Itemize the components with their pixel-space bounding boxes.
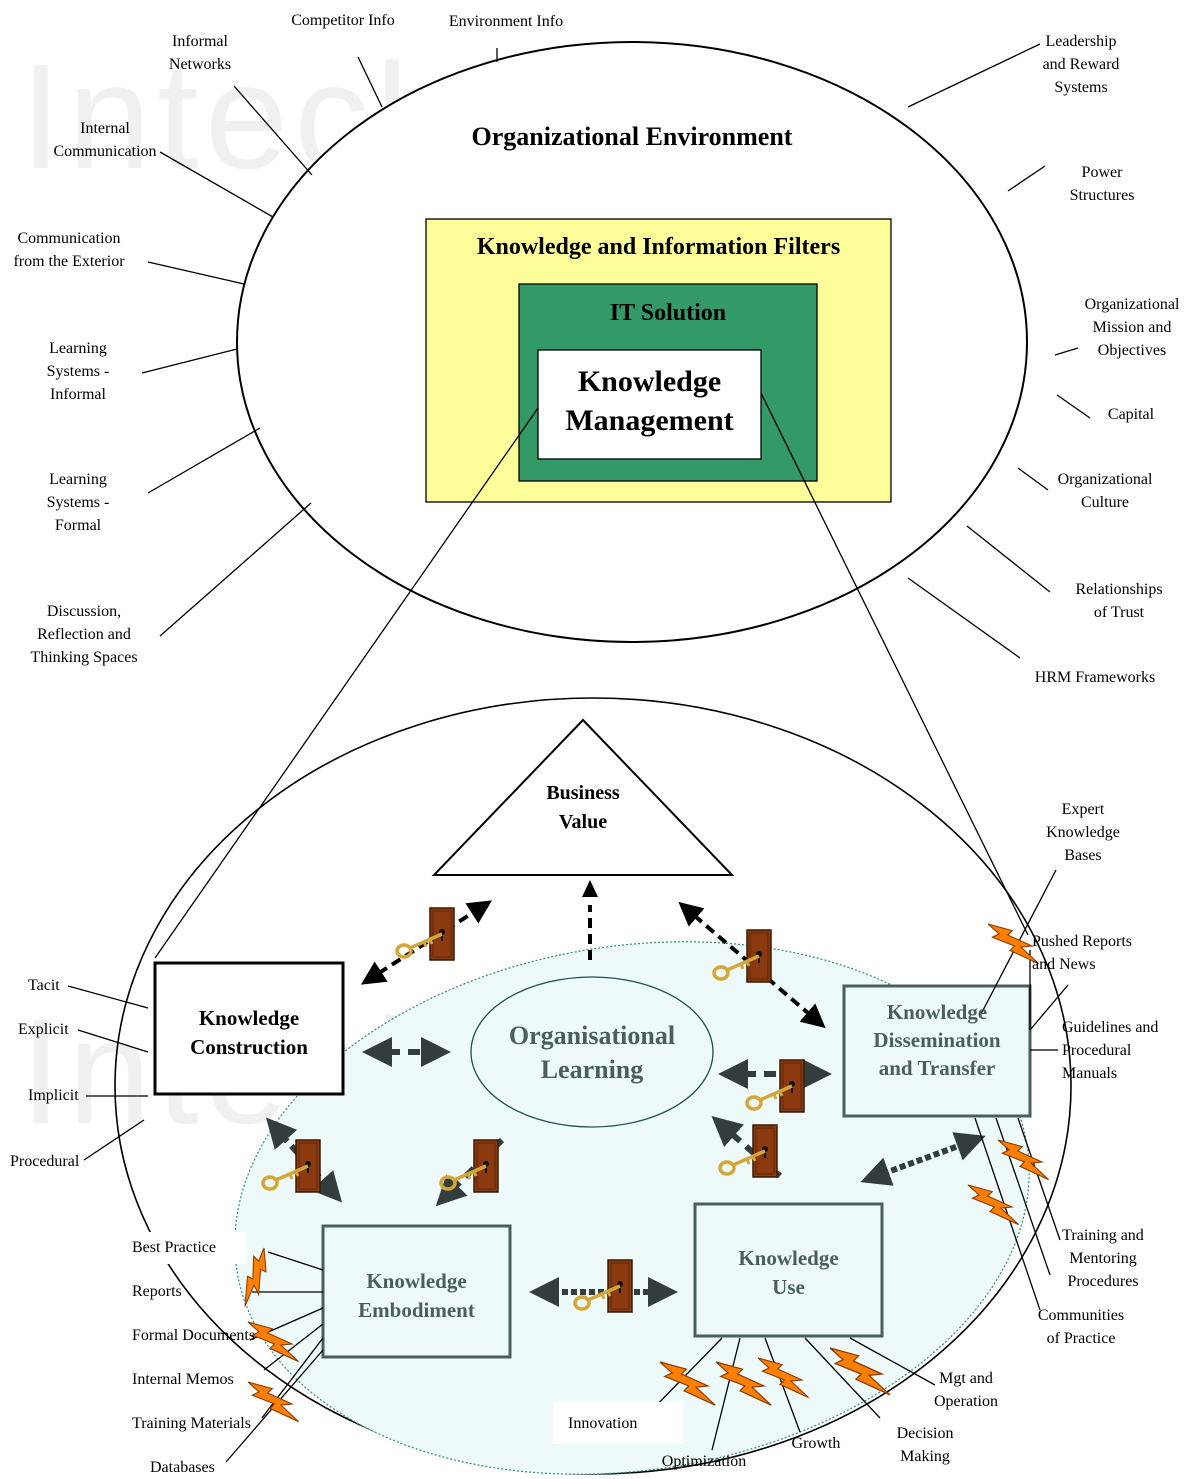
pushed-reports-label: Pushed Reports and News [1032,933,1132,973]
env-power-structures: Power Structures [1069,164,1135,204]
env-learning-informal: Learning Systems - Informal [46,340,110,403]
km-title: Knowledge Management [565,365,734,437]
training-materials-label: Training Materials [132,1415,251,1432]
growth-label: Growth [791,1435,841,1452]
org-learning-ellipse [470,976,714,1128]
best-practice-label-bg [128,1232,246,1264]
env-communication-exterior: Communication from the Exterior [13,230,125,270]
decision-making-label: Decision Making [896,1425,954,1465]
expert-bases-label: Expert Knowledge Bases [1046,801,1120,864]
communities-label: Communities of Practice [1037,1307,1125,1347]
guidelines-label: Guidelines and Procedural Manuals [1062,1019,1159,1082]
it-solution-title: IT Solution [609,300,727,326]
env-capital: Capital [1107,406,1155,423]
env-leadership-reward: Leadership and Reward Systems [1042,33,1120,96]
environment-title: Organizational Environment [471,122,793,151]
embodiment-box [321,1224,512,1359]
env-relationships-trust: Relationships of Trust [1075,581,1163,621]
door-key-icon [395,906,456,962]
env-environment-info: Environment Info [448,13,564,30]
env-org-culture: Organizational Culture [1057,471,1153,511]
env-mission-objectives: Organizational Mission and Objectives [1084,296,1180,359]
type-implicit: Implicit [28,1087,79,1104]
reports-label: Reports [132,1283,182,1300]
dissemination-label: Knowledge Dissemination and Transfer [873,1000,1001,1080]
formal-documents-label: Formal Documents [132,1327,256,1344]
env-learning-formal: Learning Systems - Formal [46,471,110,534]
type-procedural: Procedural [10,1153,80,1170]
lightning-icon [247,1381,300,1423]
innovation-label: Innovation [568,1415,638,1432]
internal-memos-label: Internal Memos [132,1371,234,1388]
use-box [693,1202,884,1338]
optimization-label: Optimization [661,1453,747,1470]
business-value-up-arrowhead [582,880,598,897]
filters-title: Knowledge and Information Filters [476,234,841,260]
mgt-operation-label: Mgt and Operation [934,1370,998,1410]
env-internal-communication: Internal Communication [53,120,157,160]
environment-spokes [141,43,1091,659]
best-practice-label: Best Practice [132,1239,216,1256]
innovation-label-bg [553,1402,683,1444]
dissemination-box [842,984,1032,1118]
km-box [537,349,762,460]
env-competitor-info: Competitor Info [291,12,395,29]
type-explicit: Explicit [18,1021,69,1038]
type-tacit: Tacit [28,977,60,994]
knowledge-type-lines [67,985,149,1161]
zoom-line-right [760,392,1029,936]
training-mentoring-label: Training and Mentoring Procedures [1062,1227,1144,1290]
env-discussion-spaces: Discussion, Reflection and Thinking Spac… [30,603,138,666]
org-learning-label: Organisational Learning [508,1021,676,1084]
business-value-label: Business Value [546,782,620,833]
construction-label: Knowledge Construction [190,1006,308,1059]
env-informal-networks: Informal Networks [168,33,232,73]
zoom-line-left [154,407,539,959]
business-value-triangle [431,718,735,876]
use-label: Knowledge Use [738,1246,839,1299]
env-hrm-frameworks: HRM Frameworks [1034,669,1156,686]
databases-label: Databases [150,1459,215,1476]
embodiment-label: Knowledge Embodiment [358,1269,475,1322]
construction-box [153,961,345,1096]
